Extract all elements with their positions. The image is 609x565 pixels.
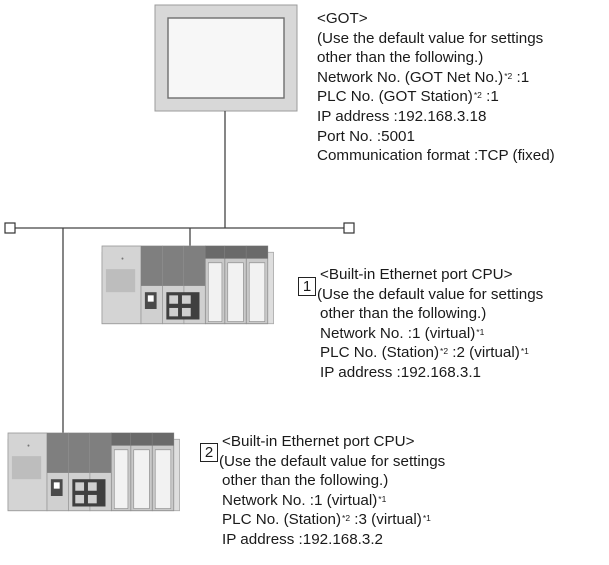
cpu1-settings: <Built-in Ethernet port CPU> (Use the de…: [317, 265, 544, 383]
got-line-1: (Use the default value for settings: [317, 29, 544, 47]
footnote-mark: *2: [440, 346, 449, 357]
cpu2-title: <Built-in Ethernet port CPU>: [222, 433, 415, 450]
footnote-mark: *2: [504, 70, 513, 81]
plc-cpu-1: [101, 245, 275, 325]
got-line-2: other than the following.): [317, 49, 484, 67]
footnote-mark: *2: [342, 513, 351, 524]
cpu1-network-no: Network No. :1 (virtual)*1: [320, 324, 485, 342]
terminator-left: [4, 222, 16, 234]
footnote-mark: *1: [422, 513, 431, 524]
cpu2-plc-no: PLC No. (Station)*2 :3 (virtual)*1: [222, 511, 431, 529]
got-plc-no: PLC No. (GOT Station)*2 :1: [317, 88, 499, 106]
cpu1-plc-no: PLC No. (Station)*2 :2 (virtual)*1: [320, 344, 529, 362]
cpu2-network-no: Network No. :1 (virtual)*1: [222, 491, 387, 509]
plc-cpu-2: [7, 432, 181, 512]
cpu2-line-2: other than the following.): [222, 472, 389, 490]
cpu1-ip-address: IP address :192.168.3.1: [320, 363, 481, 381]
footnote-mark: *1: [520, 346, 529, 357]
cpu1-line-1: (Use the default value for settings: [317, 285, 544, 303]
cpu2-number-box: 2: [200, 443, 218, 462]
cpu1-line-2: other than the following.): [320, 305, 487, 323]
footnote-mark: *2: [473, 90, 482, 101]
ethernet-network: [14, 111, 344, 433]
got-comm-format: Communication format :TCP (fixed): [317, 147, 555, 165]
got-port-no: Port No. :5001: [317, 127, 415, 145]
got-ip-address: IP address :192.168.3.18: [317, 107, 487, 125]
cpu1-number-box: 1: [298, 277, 316, 296]
got-title: <GOT>: [317, 10, 368, 27]
terminator-right: [343, 222, 355, 234]
got-device: [154, 4, 298, 112]
footnote-mark: *1: [378, 493, 387, 504]
footnote-mark: *1: [476, 326, 485, 337]
cpu1-title: <Built-in Ethernet port CPU>: [320, 266, 513, 283]
got-settings: <GOT> (Use the default value for setting…: [317, 9, 555, 166]
got-network-no: Network No. (GOT Net No.)*2 :1: [317, 68, 530, 86]
cpu2-line-1: (Use the default value for settings: [219, 452, 446, 470]
cpu2-settings: <Built-in Ethernet port CPU> (Use the de…: [219, 432, 446, 550]
cpu2-ip-address: IP address :192.168.3.2: [222, 530, 383, 548]
